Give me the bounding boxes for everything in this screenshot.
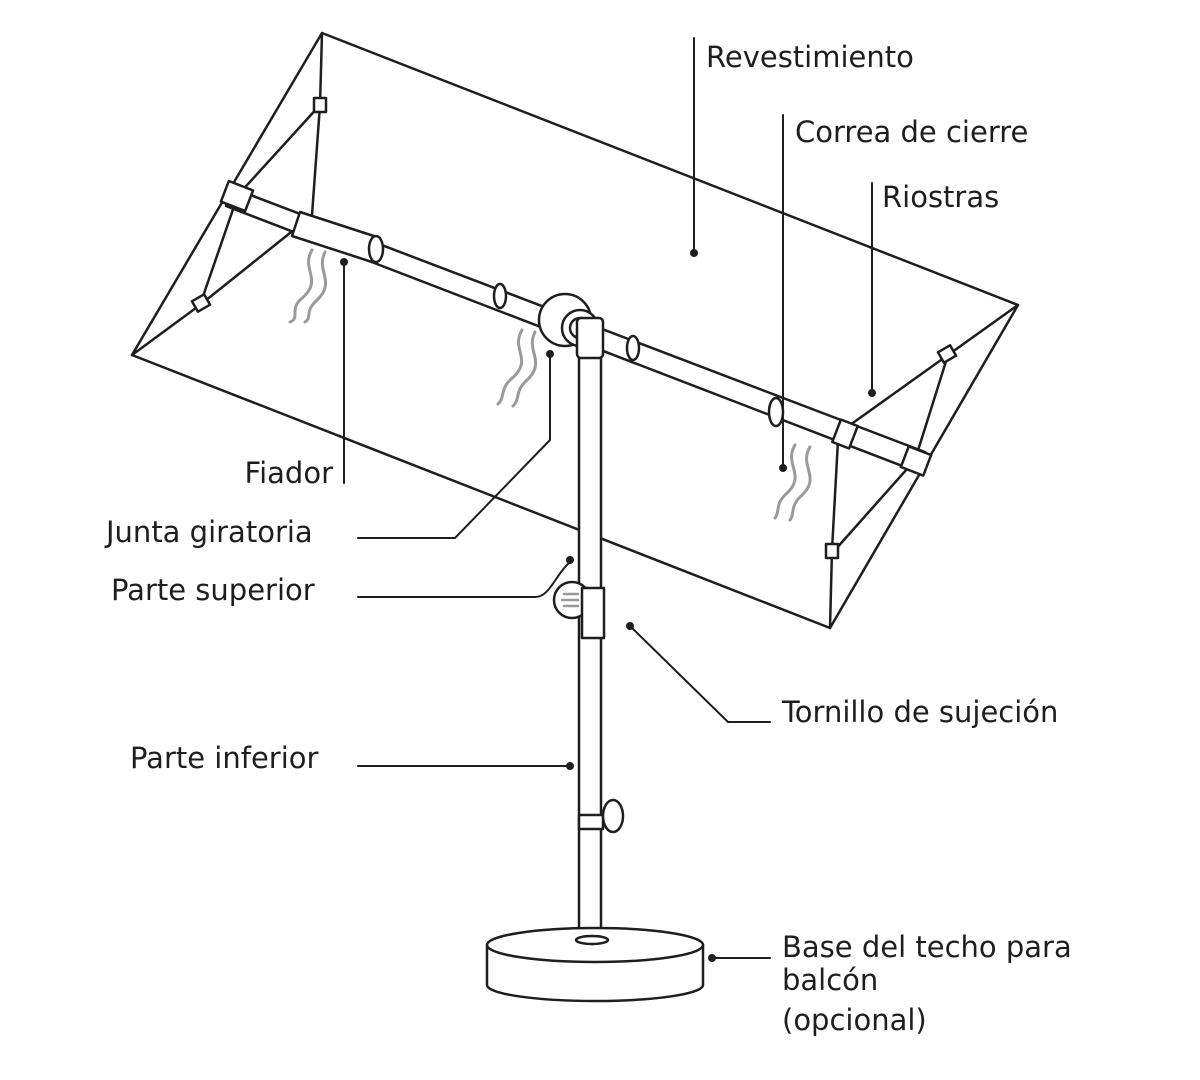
label-riostras: Riostras [882,180,1000,214]
right-braces [824,303,1020,630]
left-braces [130,31,328,357]
label-correa-de-cierre: Correa de cierre [795,115,1029,149]
label-junta-giratoria: Junta giratoria [106,515,313,549]
pole [537,292,625,947]
balcony-base [485,926,705,1003]
closure-straps [288,248,812,522]
label-revestimiento: Revestimiento [706,40,914,74]
label-parte-superior: Parte superior [111,573,315,607]
label-base-line2: balcón [782,963,879,997]
leader-lines [340,37,876,962]
label-parte-inferior: Parte inferior [130,741,319,775]
label-tornillo-de-sujecion: Tornillo de sujeción [782,695,1059,729]
label-base-line1: Base del techo para [782,930,1072,964]
label-fiador: Fiador [244,456,333,490]
label-base-line3: (opcional) [782,1003,927,1037]
